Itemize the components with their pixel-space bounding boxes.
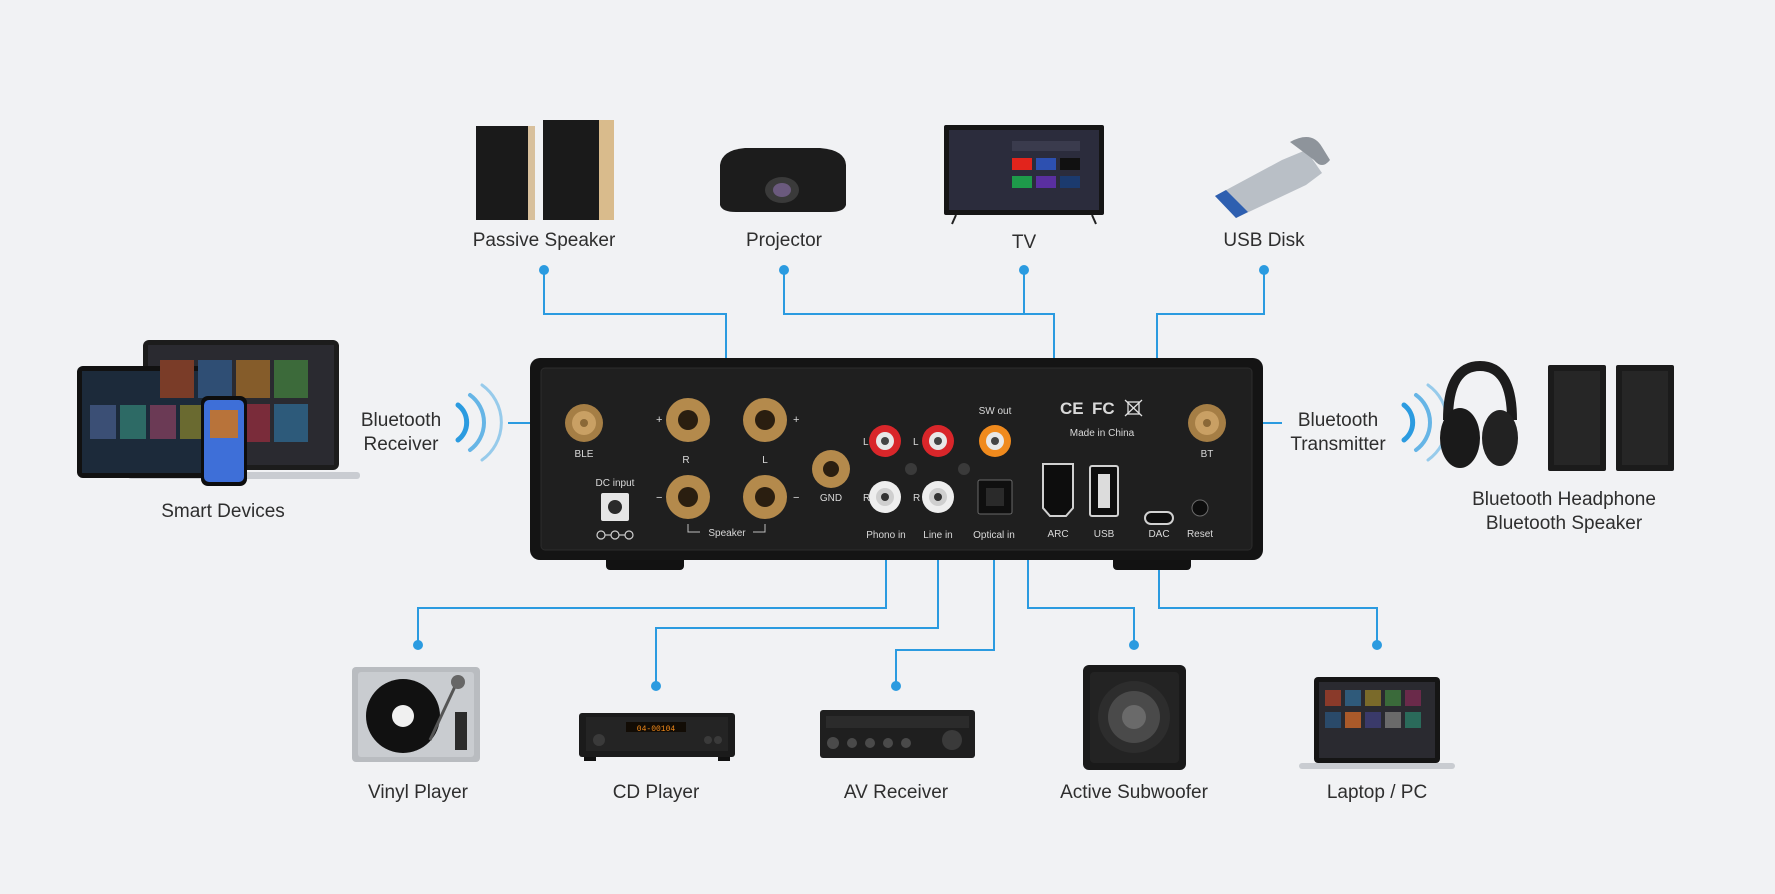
speaker-label: Speaker	[708, 528, 746, 539]
usb-disk-image	[1215, 137, 1330, 218]
rca-top-row	[869, 425, 1011, 457]
connector-dot	[413, 640, 423, 650]
vinyl-player-image	[352, 667, 480, 762]
connector-dot	[651, 681, 661, 691]
arc-label: ARC	[1047, 529, 1068, 540]
label-cd-player: CD Player	[612, 782, 700, 803]
label-vinyl-player: Vinyl Player	[368, 782, 468, 803]
label-tv: TV	[1011, 232, 1037, 253]
r-label: R	[863, 493, 870, 504]
label-av-receiver: AV Receiver	[843, 782, 949, 803]
label-laptop-pc: Laptop / PC	[1326, 782, 1428, 803]
laptop-image	[1299, 677, 1455, 769]
label-bluetooth-output: Bluetooth Headphone Bluetooth Speaker	[1472, 488, 1656, 536]
line-line-in	[655, 540, 939, 686]
dac-label: DAC	[1148, 529, 1169, 540]
line-dac	[1158, 540, 1378, 645]
r-label: R	[682, 455, 689, 466]
hdmi-arc-port	[1042, 463, 1074, 517]
dc-input-label: DC input	[596, 478, 635, 489]
cd-player-image: 04-00104	[579, 713, 735, 761]
smart-devices-image	[77, 340, 360, 486]
passive-speaker-image	[476, 120, 614, 220]
bluetooth-receiver-waves	[455, 383, 503, 462]
l-label: L	[913, 437, 919, 448]
minus-label: −	[793, 492, 799, 504]
label-bluetooth-receiver: Bluetooth Receiver	[361, 409, 441, 457]
connector-dots	[413, 265, 1382, 691]
label-passive-speaker: Passive Speaker	[472, 230, 616, 251]
reset-button	[1191, 499, 1209, 517]
tv-image	[944, 125, 1104, 225]
r-label: R	[913, 493, 920, 504]
usb-label: USB	[1094, 529, 1115, 540]
ce-mark: CE	[1060, 399, 1084, 418]
l-label: L	[863, 437, 869, 448]
connector-dot	[1259, 265, 1269, 275]
made-in-china: Made in China	[1070, 428, 1135, 439]
rca-bottom-row	[869, 481, 954, 513]
bluetooth-headphone-image	[1440, 360, 1518, 468]
speaker-terminals	[666, 398, 787, 519]
projector-image	[720, 148, 846, 212]
amplifier-rear-panel: BLE + + − − R L Speaker DC input GND	[530, 358, 1263, 570]
cd-display: 04-00104	[637, 725, 676, 734]
label-bluetooth-transmitter: Bluetooth Transmitter	[1290, 409, 1385, 457]
weee-bin-icon	[1124, 399, 1143, 417]
connector-dot	[1372, 640, 1382, 650]
dc-polarity-icon	[596, 530, 634, 540]
amp-face	[540, 367, 1253, 551]
sw-out-label: SW out	[979, 406, 1012, 417]
plus-label: +	[656, 414, 662, 426]
reset-label: Reset	[1187, 529, 1213, 540]
bluetooth-transmitter-waves	[1401, 383, 1449, 462]
plus-label: +	[793, 414, 799, 426]
bt-receiver-line1: Bluetooth	[360, 410, 442, 431]
bt-transmitter-line1: Bluetooth	[1297, 410, 1379, 431]
bt-transmitter-line2: Transmitter	[1290, 434, 1386, 455]
label-usb-disk: USB Disk	[1223, 230, 1305, 251]
connector-dot	[891, 681, 901, 691]
bt-speaker-line: Bluetooth Speaker	[1485, 513, 1643, 534]
dac-usbc-port	[1144, 511, 1174, 525]
av-receiver-image	[820, 710, 975, 758]
bt-label: BT	[1201, 449, 1214, 460]
bt-receiver-line2: Receiver	[363, 434, 439, 455]
screw-icon	[905, 463, 917, 475]
connector-dot	[1019, 265, 1029, 275]
label-smart-devices: Smart Devices	[161, 501, 285, 522]
screw-icon	[958, 463, 970, 475]
label-active-subwoofer: Active Subwoofer	[1060, 782, 1208, 803]
connector-dot	[779, 265, 789, 275]
gnd-label: GND	[820, 493, 842, 504]
optical-in-label: Optical in	[973, 530, 1015, 541]
fc-mark: FC	[1092, 399, 1115, 418]
connector-dot	[539, 265, 549, 275]
line-optical	[895, 540, 995, 686]
bt-headphone-line: Bluetooth Headphone	[1472, 489, 1656, 510]
label-projector: Projector	[745, 230, 823, 251]
phono-in-label: Phono in	[866, 530, 905, 541]
ble-label: BLE	[575, 449, 594, 460]
l-label: L	[762, 455, 768, 466]
bluetooth-speaker-image	[1548, 365, 1674, 471]
line-phono	[417, 540, 887, 645]
minus-label: −	[656, 492, 662, 504]
line-in-label: Line in	[923, 530, 952, 541]
active-subwoofer-image	[1083, 665, 1186, 770]
connector-dot	[1129, 640, 1139, 650]
